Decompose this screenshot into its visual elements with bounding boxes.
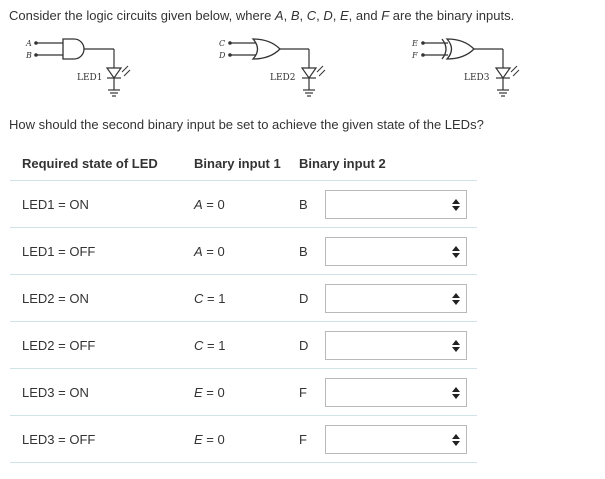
table-row: LED3 = OFF E = 0 F	[10, 415, 477, 463]
table-row: LED3 = ON E = 0 F	[10, 368, 477, 416]
led-1-icon	[106, 65, 131, 79]
led-state-cell: LED3 = OFF	[10, 415, 182, 463]
header-binary-input-2: Binary input 2	[299, 146, 477, 181]
input-2-variable: B	[299, 196, 308, 212]
input-1-value: = 1	[203, 290, 226, 306]
circuit-1: A B LED1	[25, 38, 131, 97]
table-row: LED1 = OFF A = 0 B	[10, 227, 477, 275]
circuit-1-input-1-label: A	[25, 39, 32, 48]
input-1-value: = 1	[203, 337, 226, 353]
select-arrows-icon	[452, 198, 460, 211]
led2-label: LED2	[270, 73, 296, 83]
input-2-variable: D	[299, 290, 309, 306]
input-2-select[interactable]	[325, 330, 467, 360]
input-2-select[interactable]	[325, 283, 467, 313]
logic-circuits-figure: A B LED1 C D LED2 E F	[25, 38, 520, 97]
or-gate-icon	[251, 38, 281, 60]
circuit-3-input-1-label: E	[411, 39, 418, 48]
input-2-select[interactable]	[325, 189, 467, 219]
input-1-value: = 0	[202, 384, 225, 400]
binary-input-1-cell: C = 1	[182, 274, 299, 322]
binary-input-2-cell: F	[299, 415, 477, 463]
table-row: LED2 = ON C = 1 D	[10, 274, 477, 322]
input-1-value: = 0	[202, 431, 225, 447]
header-required-state: Required state of LED	[10, 146, 182, 181]
binary-input-1-cell: E = 0	[182, 368, 299, 416]
input-1-variable: A	[194, 196, 203, 212]
select-arrows-icon	[452, 339, 460, 352]
input-2-select[interactable]	[325, 377, 467, 407]
binary-input-2-cell: D	[299, 274, 477, 322]
select-arrows-icon	[452, 245, 460, 258]
binary-input-2-cell: F	[299, 368, 477, 416]
led-state-cell: LED2 = OFF	[10, 321, 182, 369]
led-state-cell: LED2 = ON	[10, 274, 182, 322]
led3-label: LED3	[464, 73, 490, 83]
led-state-cell: LED1 = ON	[10, 180, 182, 228]
input-1-value: = 0	[202, 196, 225, 212]
and-gate-icon	[62, 38, 85, 60]
table-header-row: Required state of LED Binary input 1 Bin…	[10, 146, 477, 181]
input-1-variable: E	[194, 384, 203, 400]
led1-label: LED1	[77, 73, 103, 83]
led-state-cell: LED3 = ON	[10, 368, 182, 416]
led-3-icon	[495, 65, 520, 79]
select-arrows-icon	[452, 386, 460, 399]
binary-input-2-cell: B	[299, 180, 477, 228]
header-binary-input-1: Binary input 1	[182, 146, 299, 181]
input-1-variable: C	[194, 337, 204, 353]
binary-input-2-cell: B	[299, 227, 477, 275]
input-2-variable: F	[299, 384, 307, 400]
binary-input-1-cell: A = 0	[182, 180, 299, 228]
binary-input-2-cell: D	[299, 321, 477, 369]
xor-gate-icon	[445, 38, 475, 60]
input-2-variable: F	[299, 431, 307, 447]
input-2-variable: D	[299, 337, 309, 353]
binary-input-1-cell: A = 0	[182, 227, 299, 275]
led-state-cell: LED1 = OFF	[10, 227, 182, 275]
binary-input-1-cell: C = 1	[182, 321, 299, 369]
select-arrows-icon	[452, 292, 460, 305]
circuit-2: C D LED2	[218, 38, 326, 97]
input-2-select[interactable]	[325, 236, 467, 266]
question-text: Consider the logic circuits given below,…	[9, 8, 515, 23]
input-1-variable: E	[194, 431, 203, 447]
instruction-text: How should the second binary input be se…	[9, 117, 484, 132]
table-row: LED1 = ON A = 0 B	[10, 180, 477, 228]
circuit-2-input-1-label: C	[219, 39, 225, 48]
select-arrows-icon	[452, 433, 460, 446]
circuit-2-input-2-label: D	[218, 51, 226, 60]
circuit-3-input-2-label: F	[411, 51, 418, 60]
table-row: LED2 = OFF C = 1 D	[10, 321, 477, 369]
input-1-variable: C	[194, 290, 204, 306]
answer-table: Required state of LED Binary input 1 Bin…	[10, 146, 477, 463]
input-2-variable: B	[299, 243, 308, 259]
input-1-variable: A	[194, 243, 203, 259]
led-2-icon	[301, 65, 326, 79]
binary-input-1-cell: E = 0	[182, 415, 299, 463]
circuit-3: E F LED3	[411, 38, 520, 97]
input-2-select[interactable]	[325, 424, 467, 454]
circuit-1-input-2-label: B	[25, 51, 32, 60]
input-1-value: = 0	[202, 243, 225, 259]
